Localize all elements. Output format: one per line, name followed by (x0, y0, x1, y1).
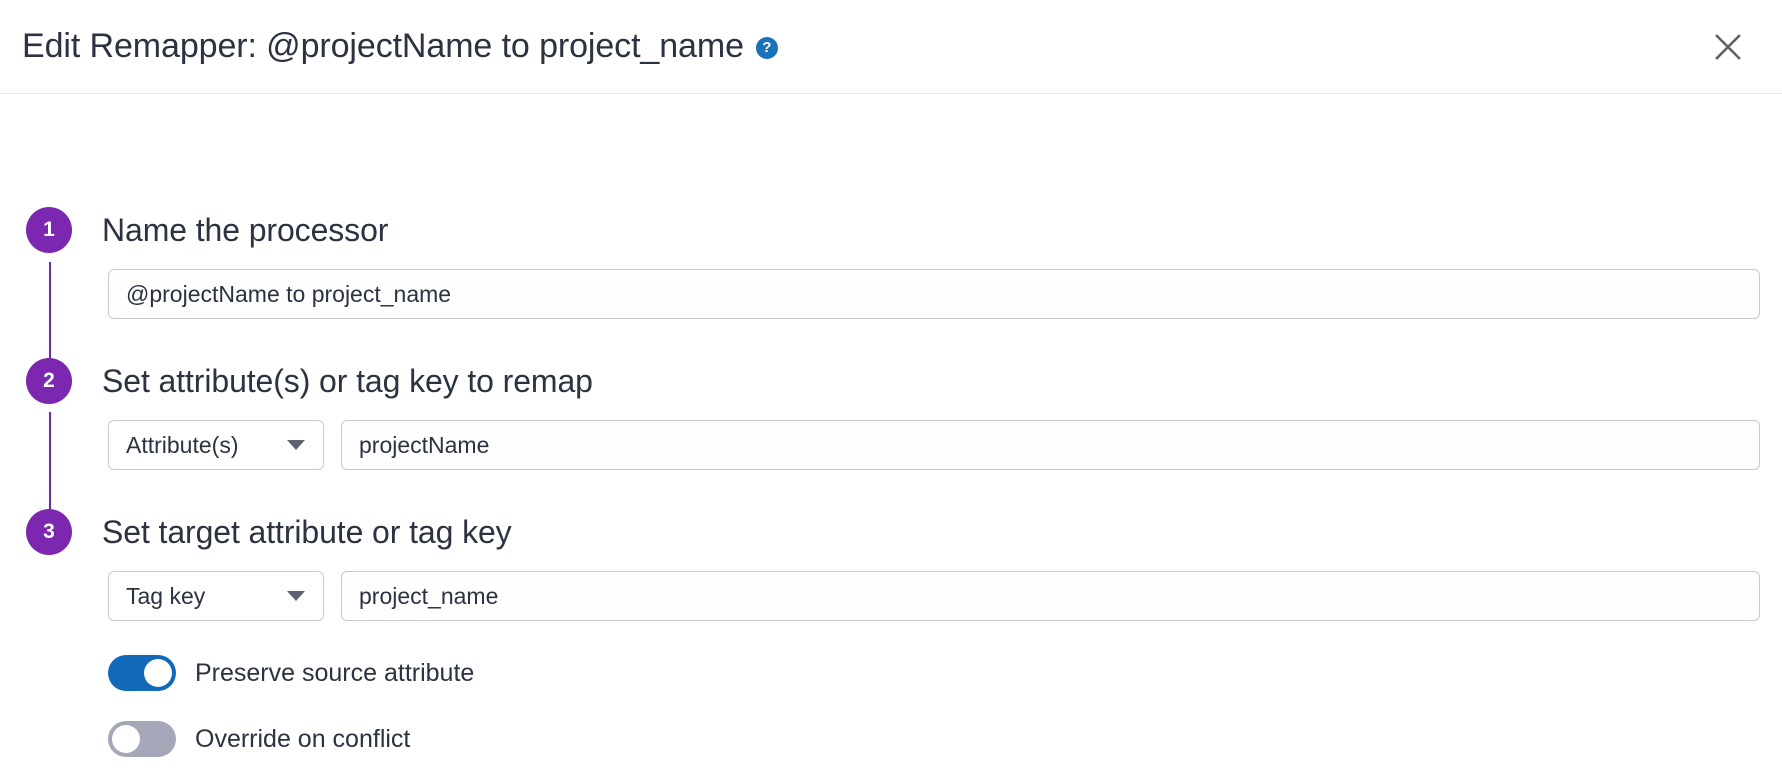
step-2-badge: 2 (26, 358, 72, 404)
step-3-header: 3 Set target attribute or tag key (0, 509, 1782, 555)
step-3-target-attribute: 3 Set target attribute or tag key Tag ke… (0, 509, 1782, 757)
processor-name-input[interactable]: @projectName to project_name (108, 269, 1760, 319)
help-circle-icon[interactable]: ? (755, 37, 778, 59)
target-type-select-value: Tag key (126, 582, 206, 609)
source-attribute-input[interactable]: projectName (341, 420, 1760, 470)
source-type-select-value: Attribute(s) (126, 431, 239, 458)
step-1-name-the-processor: 1 Name the processor @projectName to pro… (0, 207, 1782, 319)
override-on-conflict-row: Override on conflict (0, 721, 1782, 757)
step-1-badge: 1 (26, 207, 72, 253)
step-2-title: Set attribute(s) or tag key to remap (102, 362, 593, 399)
step-connector-line-2 (49, 412, 51, 512)
title-wrap: Edit Remapper: @projectName to project_n… (22, 27, 778, 66)
target-type-select[interactable]: Tag key (108, 571, 324, 621)
step-2-header: 2 Set attribute(s) or tag key to remap (0, 358, 1782, 404)
toggle-knob (144, 659, 172, 687)
step-1-controls: @projectName to project_name (0, 269, 1782, 319)
chevron-down-icon (287, 591, 305, 601)
preserve-source-attribute-label: Preserve source attribute (195, 658, 475, 687)
step-2-source-attribute: 2 Set attribute(s) or tag key to remap A… (0, 358, 1782, 470)
close-button[interactable] (1708, 27, 1748, 67)
close-icon (1713, 32, 1743, 62)
step-connector-line-1 (49, 262, 51, 362)
preserve-source-attribute-row: Preserve source attribute (0, 655, 1782, 691)
step-3-badge: 3 (26, 509, 72, 555)
chevron-down-icon (287, 440, 305, 450)
page-title: Edit Remapper: @projectName to project_n… (22, 27, 744, 65)
step-1-header: 1 Name the processor (0, 207, 1782, 253)
step-3-title: Set target attribute or tag key (102, 513, 512, 550)
source-type-select[interactable]: Attribute(s) (108, 420, 324, 470)
toggle-knob (112, 725, 140, 753)
step-1-title: Name the processor (102, 211, 389, 248)
target-attribute-input[interactable]: project_name (341, 571, 1760, 621)
override-on-conflict-label: Override on conflict (195, 724, 411, 753)
override-on-conflict-toggle[interactable] (108, 721, 176, 757)
preserve-source-attribute-toggle[interactable] (108, 655, 176, 691)
modal-header: Edit Remapper: @projectName to project_n… (0, 0, 1782, 94)
step-2-controls: Attribute(s) projectName (0, 420, 1782, 470)
step-3-controls: Tag key project_name (0, 571, 1782, 621)
